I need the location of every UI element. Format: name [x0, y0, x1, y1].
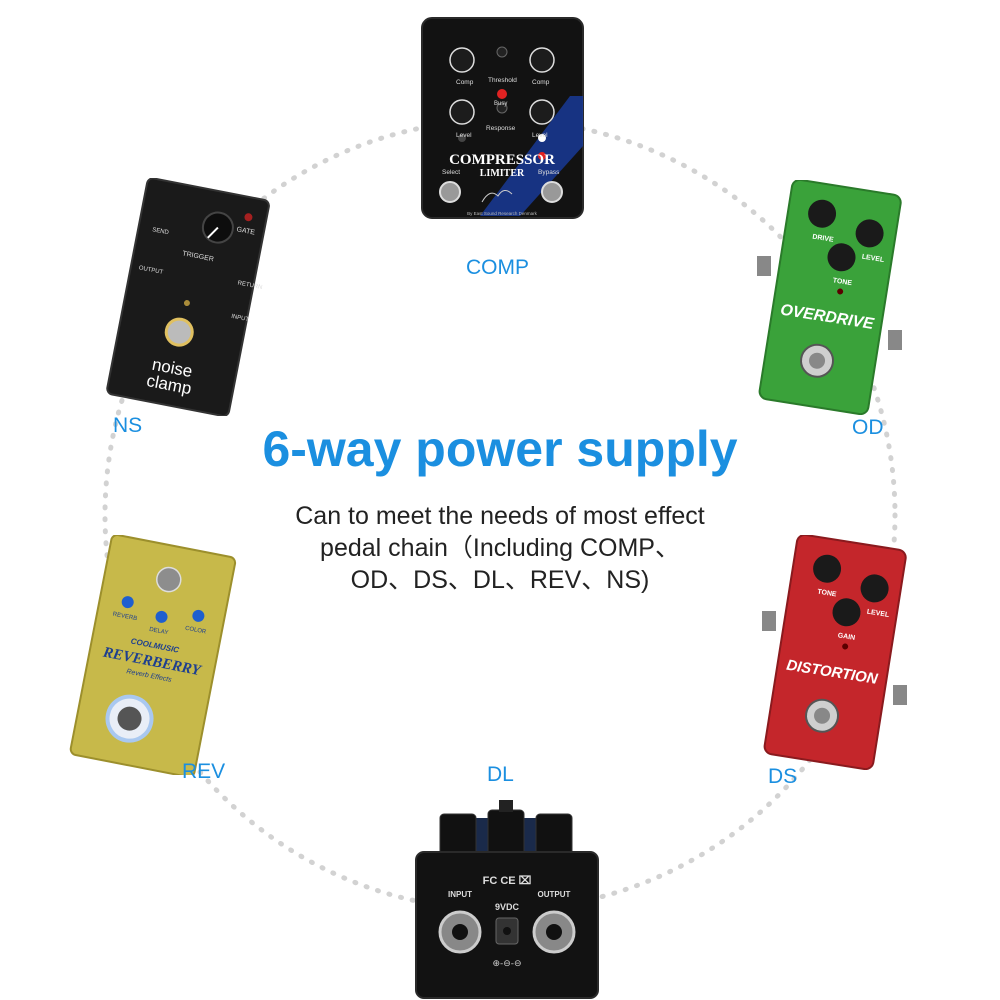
comp-knob-label: Response — [486, 125, 516, 132]
od-level-label: LEVEL — [861, 254, 885, 265]
label-ns: NS — [113, 414, 143, 437]
overdrive-pedal: DRIVE LEVEL TONE OVERDRIVE — [755, 180, 905, 415]
comp-title: COMPRESSOR — [449, 152, 555, 168]
label-rev: REV — [182, 760, 226, 783]
ds-tone-label: TONE — [817, 589, 838, 599]
dl-input-label: INPUT — [448, 890, 472, 899]
reverb-pedal: REVERB DELAY COLOR COOLMUSIC REVERBERRY … — [58, 535, 238, 775]
dl-marks: FC CE ⌧ — [483, 875, 532, 887]
label-ds: DS — [768, 765, 798, 788]
comp-knob-label: Threshold — [488, 77, 517, 84]
subtitle-line: OD、DS、DL、REV、NS) — [350, 566, 650, 594]
rev-knob-label: DELAY — [149, 627, 169, 637]
label-dl: DL — [487, 763, 514, 786]
comp-maker: By East Sound Research Denmark — [467, 211, 538, 216]
headline: 6-way power supply — [262, 421, 738, 477]
signature-mark — [481, 190, 513, 203]
comp-bypass-label: Bypass — [538, 169, 560, 176]
rev-knob-label: REVERB — [112, 612, 137, 623]
polarity-icon: ⊕-⊖-⊖ — [492, 959, 521, 969]
comp-knob-label: Level — [532, 132, 548, 139]
comp-select-label: Select — [442, 169, 460, 176]
comp-knob-label: Level — [456, 132, 472, 139]
od-drive-label: DRIVE — [812, 234, 835, 244]
ds-gain-label: GAIN — [837, 632, 855, 642]
rev-knob-label: COLOR — [184, 626, 207, 636]
label-comp: COMP — [466, 256, 529, 279]
dl-output-label: OUTPUT — [538, 890, 571, 899]
ns-gate-label: GATE — [236, 226, 256, 236]
comp-subtitle: LIMITER — [480, 168, 525, 179]
noise-clamp-pedal: GATE TRIGGER SEND RETURN OUTPUT INPUT no… — [92, 178, 272, 416]
comp-knob-label: Comp — [456, 79, 474, 86]
distortion-pedal: TONE LEVEL GAIN DISTORTION — [760, 535, 910, 770]
ns-input-label: INPUT — [231, 314, 250, 323]
comp-busy-label: Busy — [494, 101, 507, 107]
ds-level-label: LEVEL — [866, 609, 890, 620]
ns-return-label: RETURN — [237, 280, 263, 291]
subtitle-line: pedal chain（Including COMP、 — [320, 534, 680, 562]
compressor-pedal: Comp Threshold Comp Level Response Level… — [420, 16, 585, 220]
subtitle: Can to meet the needs of most effect ped… — [0, 500, 1000, 596]
od-tone-label: TONE — [832, 277, 853, 287]
ns-send-label: SEND — [152, 227, 170, 236]
dl-power-label: 9VDC — [495, 902, 520, 912]
subtitle-line: Can to meet the needs of most effect — [295, 502, 705, 530]
comp-knob-label: Comp — [532, 79, 550, 86]
label-od: OD — [852, 416, 884, 439]
ns-output-label: OUTPUT — [138, 265, 164, 276]
delay-pedal: FC CE ⌧ INPUT OUTPUT 9VDC ⊕-⊖-⊖ — [412, 800, 602, 1000]
